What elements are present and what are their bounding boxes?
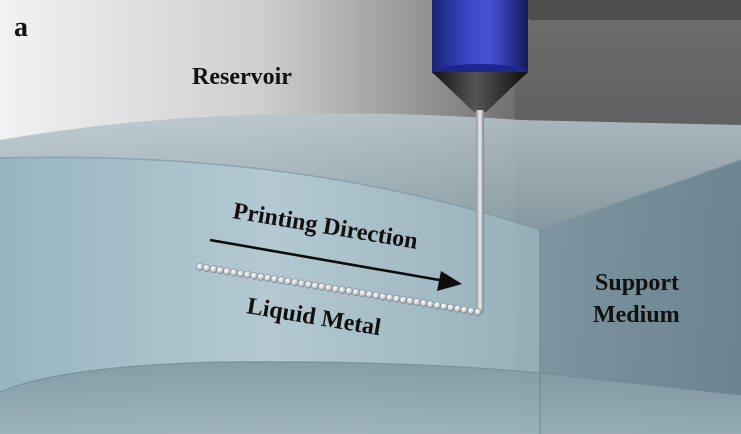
metal-bead	[474, 308, 482, 316]
metal-bead	[399, 296, 408, 304]
metal-bead	[406, 297, 415, 305]
support-medium-label-line1: Support	[595, 270, 679, 296]
metal-bead	[345, 287, 354, 295]
metal-bead	[250, 271, 259, 280]
metal-bead	[453, 304, 462, 313]
metal-bead	[277, 276, 286, 285]
reservoir-floor	[0, 361, 741, 434]
metal-bead	[433, 301, 442, 310]
support-medium-label-line2: Medium	[593, 302, 680, 328]
metal-bead	[338, 286, 347, 294]
metal-bead	[426, 300, 435, 309]
metal-bead	[209, 265, 218, 274]
nozzle-cone	[432, 72, 528, 112]
printing-direction-arrow	[209, 238, 462, 291]
metal-bead	[419, 299, 428, 308]
needle	[476, 110, 484, 312]
liquid-metal-beads	[196, 263, 482, 316]
medium-right-face	[540, 160, 741, 434]
floor-edge	[0, 361, 741, 396]
metal-bead	[440, 302, 448, 311]
metal-bead	[257, 273, 265, 281]
metal-bead	[216, 266, 225, 275]
metal-bead	[297, 279, 306, 288]
metal-bead	[230, 268, 238, 277]
metal-bead	[447, 303, 455, 312]
metal-bead	[223, 267, 231, 276]
metal-bead	[291, 278, 299, 287]
metal-bead	[331, 285, 340, 293]
metal-bead	[467, 307, 476, 315]
metal-bead	[460, 305, 469, 314]
nozzle-barrel	[432, 0, 528, 72]
metal-bead	[324, 284, 333, 292]
metal-bead	[196, 263, 204, 271]
metal-bead	[318, 282, 326, 291]
metal-bead	[311, 281, 320, 290]
metal-bead	[365, 290, 374, 299]
reservoir-label: Reservoir	[192, 64, 292, 90]
metal-bead	[243, 270, 252, 279]
metal-bead	[284, 277, 292, 286]
metal-bead	[304, 280, 313, 289]
metal-bead	[413, 298, 421, 306]
metal-bead	[263, 274, 272, 282]
metal-bead	[352, 288, 360, 297]
metal-bead	[386, 293, 394, 302]
metal-bead	[379, 292, 387, 301]
metal-bead	[236, 269, 245, 278]
metal-bead	[358, 289, 367, 298]
medium-top-surface	[0, 113, 741, 230]
reservoir-right-rim	[515, 0, 741, 20]
medium-edge-top	[0, 156, 741, 231]
metal-bead	[372, 291, 381, 300]
metal-bead	[392, 294, 401, 303]
panel-letter: a	[14, 12, 28, 43]
metal-bead	[270, 275, 279, 283]
metal-bead	[202, 264, 211, 272]
